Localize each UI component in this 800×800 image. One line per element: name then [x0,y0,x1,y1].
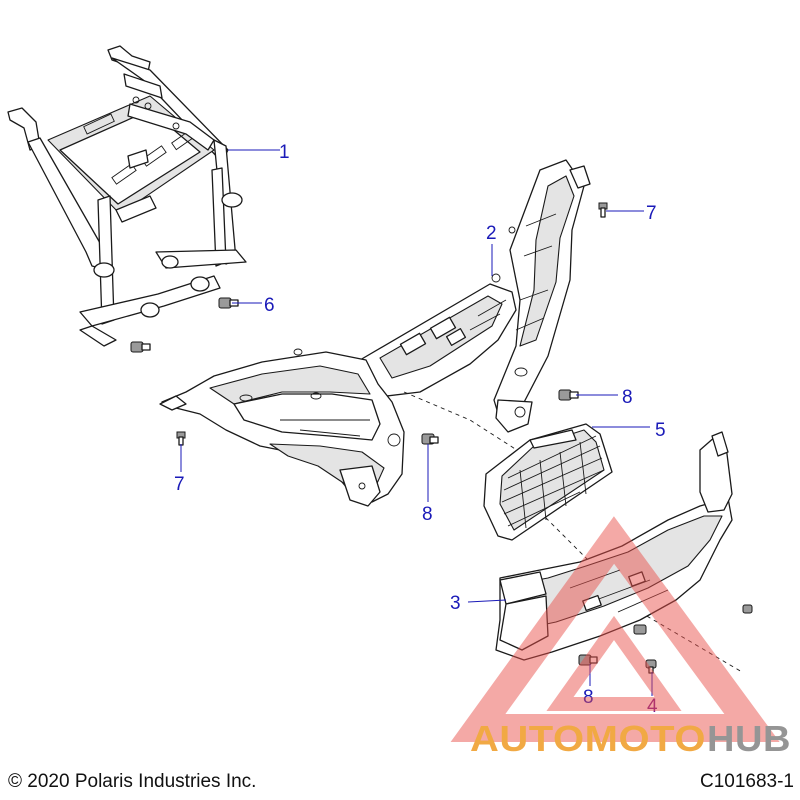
automotohub-watermark: AUTOMOTO HUB [450,516,791,759]
part-1-upper-tube-frame [7,45,247,347]
watermark-text-automoto: AUTOMOTO [470,718,706,759]
callout-8-lower: 8 [583,687,594,708]
callout-5: 5 [655,420,666,441]
part-2-main-frame [159,159,591,507]
bolt-7-upper [598,202,608,218]
bolt-7-lower [176,431,186,446]
callout-8-right: 8 [622,387,633,408]
callout-2: 2 [486,223,497,244]
callout-labels: 1 2 3 4 5 6 7 7 8 8 8 [174,142,666,717]
callout-3: 3 [450,593,461,614]
callout-8-left: 8 [422,504,433,525]
part-5-mesh-grille [483,423,613,541]
callout-1: 1 [279,142,290,163]
callout-7-lower: 7 [174,474,185,495]
bolt-8-left [421,433,439,445]
bolt-8-right [558,389,579,401]
watermark-inner-triangle-icon [546,615,682,711]
callout-4: 4 [647,696,658,717]
alignment-line-lower [639,611,743,673]
bolt-8-lower [578,654,598,666]
watermark-triangle-icon [450,516,780,742]
bolt-near-skid-2 [742,604,753,614]
figure-id: C101683-1 [699,771,794,792]
bolt-lower-left [130,341,151,353]
bolt-4 [645,659,657,674]
alignment-line-mid [539,511,589,561]
callout-leaders [180,149,653,696]
copyright-notice: © 2020 Polaris Industries Inc. [8,771,257,792]
watermark-text-hub: HUB [707,718,791,759]
callout-6: 6 [264,295,275,316]
part-3-lower-skid [495,431,733,661]
callout-7-upper: 7 [646,203,657,224]
bolt-near-skid-1 [633,624,647,635]
